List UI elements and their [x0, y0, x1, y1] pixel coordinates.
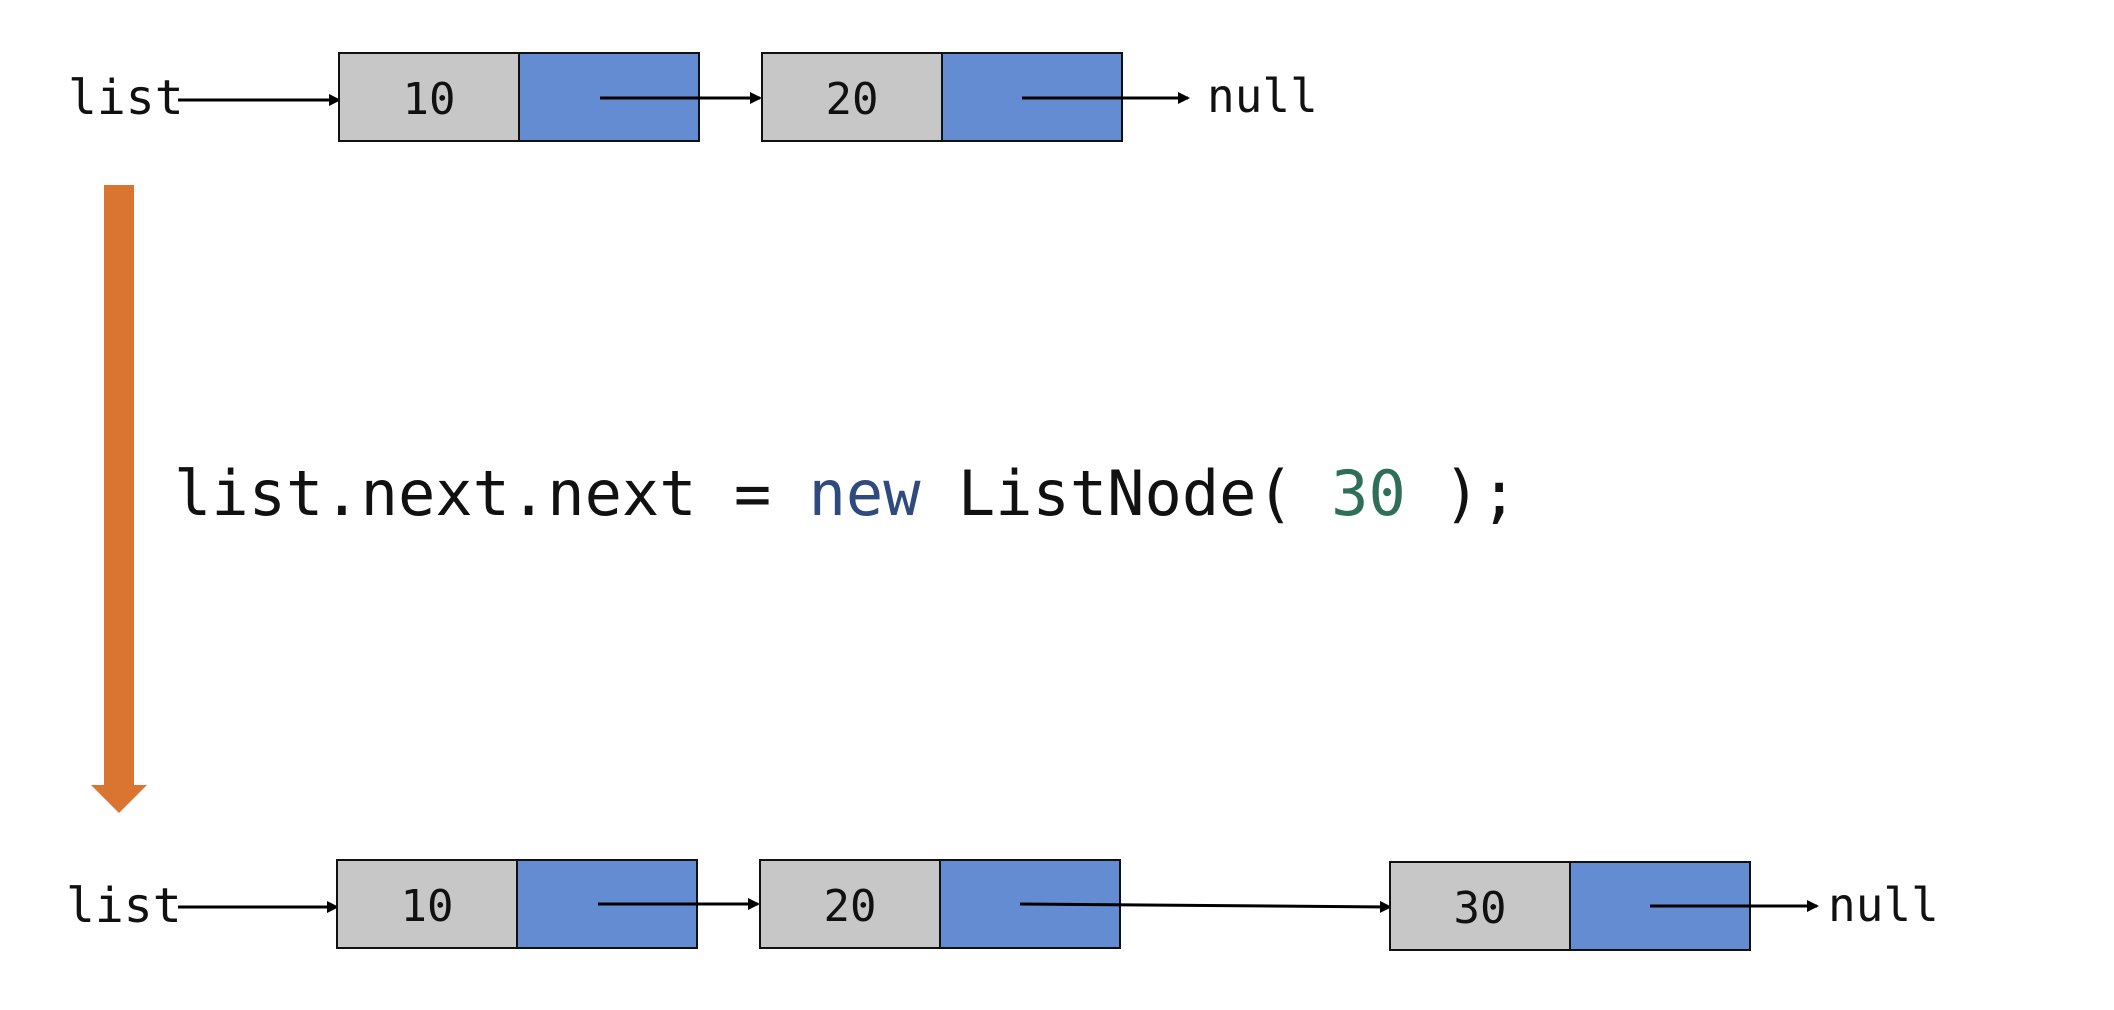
transition-arrow-head [91, 785, 147, 813]
after-node-20: 20 [759, 859, 1392, 949]
code-prefix: list.next.next = [174, 457, 809, 530]
transition-arrow-shaft [104, 185, 134, 785]
transition-arrow [91, 185, 147, 813]
before-node-10-value: 10 [403, 74, 456, 125]
after-node-30: 30 [1389, 861, 1819, 951]
after-list-label: list [66, 878, 182, 934]
before-node-20: 20 [761, 52, 1190, 142]
after-state: list 10 20 30 null [66, 859, 1939, 951]
after-node-30-value-cell [1389, 861, 1571, 951]
code-suffix: ); [1443, 457, 1518, 530]
after-node-20-value-cell [759, 859, 941, 949]
before-node-10: 10 [338, 52, 762, 142]
after-node-30-value: 30 [1454, 883, 1507, 934]
after-node-10-value-cell [336, 859, 518, 949]
after-node-20-value: 20 [824, 881, 877, 932]
before-null-label: null [1207, 69, 1318, 123]
after-node-10-value: 10 [401, 881, 454, 932]
before-node-20-value-cell [761, 52, 943, 142]
code-keyword: new [809, 457, 922, 530]
code-number: 30 [1331, 457, 1406, 530]
after-node-10: 10 [336, 859, 760, 949]
before-state: list 10 20 null [68, 52, 1318, 142]
code-class-call: ListNode( [958, 457, 1294, 530]
after-null-label: null [1828, 878, 1939, 932]
after-node-20-next-arrow [1019, 900, 1392, 913]
code-statement: list.next.next = new ListNode( 30 ); [174, 457, 1518, 530]
before-node-20-value: 20 [826, 74, 879, 125]
before-list-label: list [68, 70, 184, 126]
